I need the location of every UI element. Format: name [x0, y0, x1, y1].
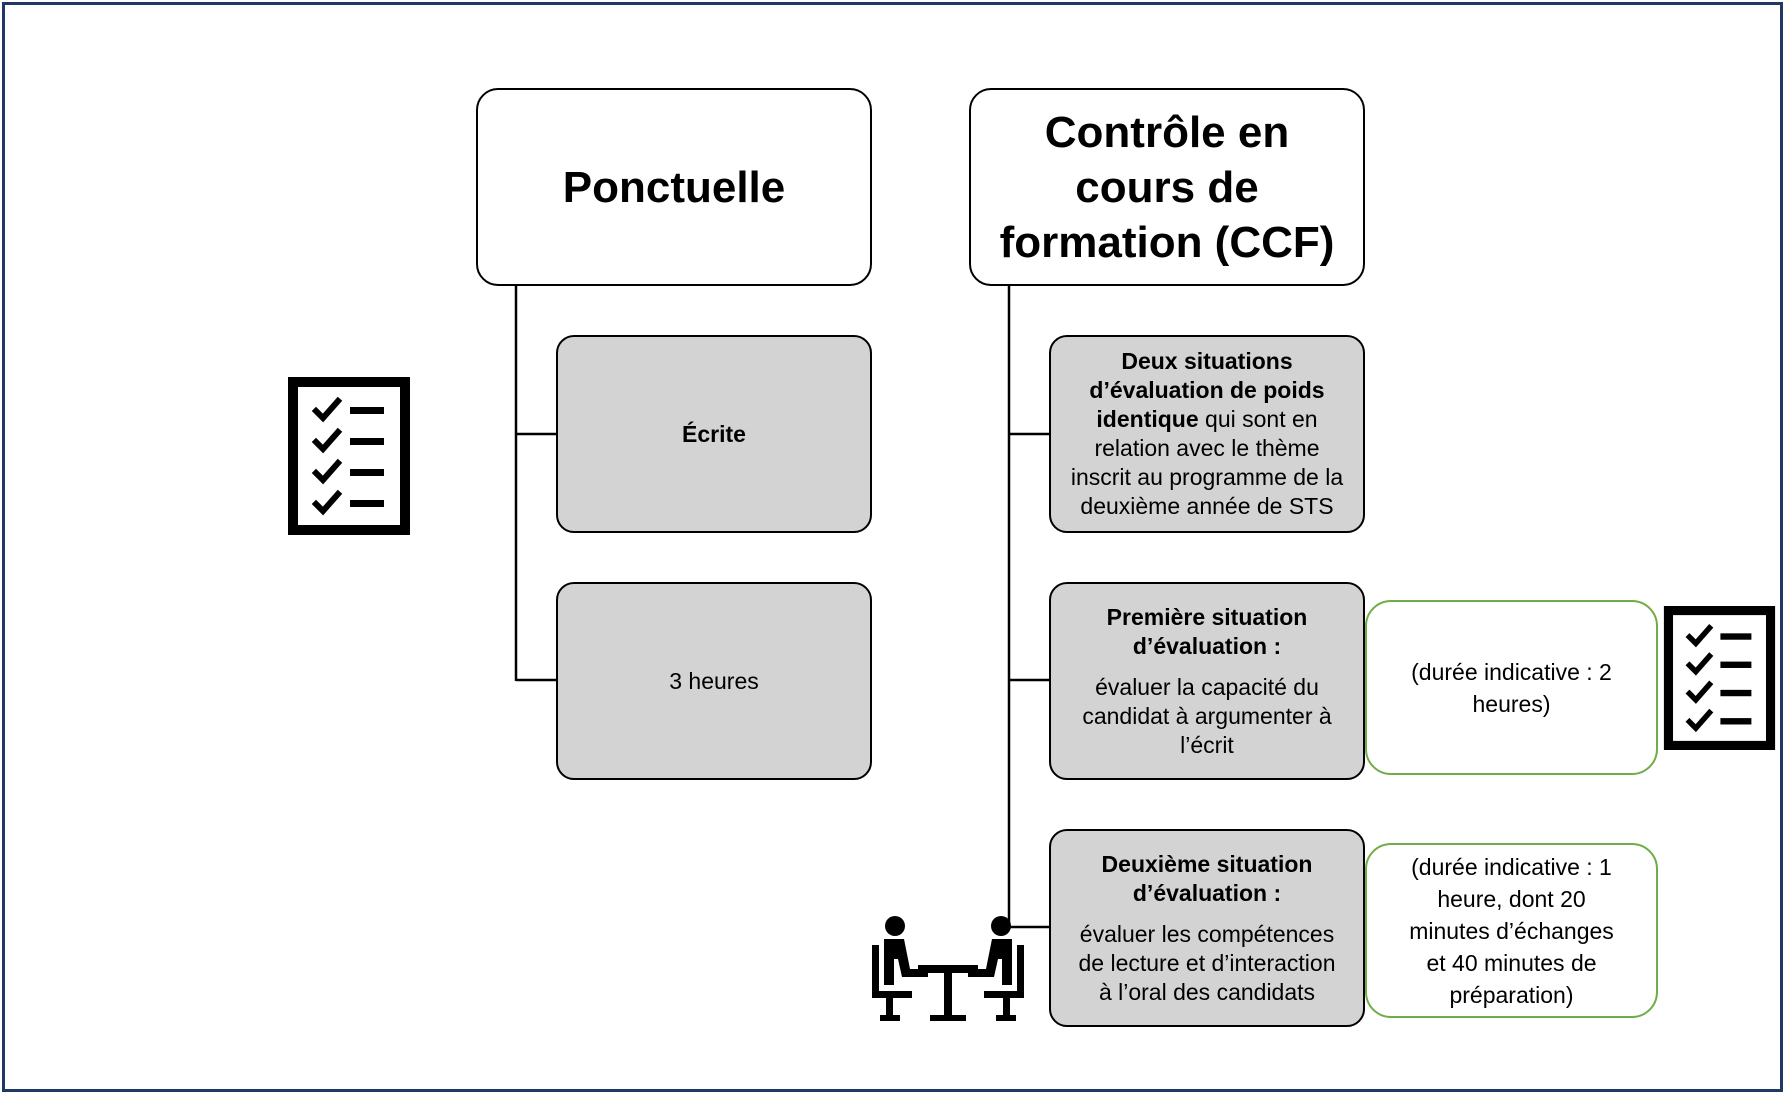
ccf-title-line3: formation (CCF)	[999, 217, 1335, 267]
second-title-line2: d’évaluation :	[1132, 879, 1282, 906]
ccf-title-line1: Contrôle en	[1044, 107, 1290, 157]
ccf-first-situation-box: Première situation d’évaluation : évalue…	[1049, 582, 1365, 780]
situations-line3-normal: qui sont en	[1198, 406, 1318, 432]
ccf-situations-box: Deux situations d’évaluation de poids id…	[1049, 335, 1365, 533]
interview-table-icon	[872, 916, 1024, 1021]
ccf-title-line2: cours de	[1075, 162, 1259, 212]
situations-line5: inscrit au programme de la	[1070, 464, 1344, 490]
second-desc-line1: évaluer les compétences	[1079, 920, 1335, 947]
first-desc-line3: l’écrit	[1180, 731, 1234, 758]
ccf-header: Contrôle en cours de formation (CCF)	[969, 88, 1365, 286]
checklist-icon	[1663, 606, 1776, 750]
situations-line6: deuxième année de STS	[1080, 493, 1334, 519]
situations-line3: identique qui sont en	[1096, 405, 1317, 434]
first-duration-line1: (durée indicative : 2	[1411, 658, 1612, 685]
second-desc-line3: à l’oral des candidats	[1098, 978, 1316, 1005]
ponctuelle-title: Ponctuelle	[562, 162, 786, 212]
first-title-line1: Première situation	[1106, 603, 1308, 630]
first-duration-box: (durée indicative : 2 heures)	[1365, 600, 1658, 775]
first-desc-line1: évaluer la capacité du	[1095, 673, 1319, 700]
ccf-second-situation-box: Deuxième situation d’évaluation : évalue…	[1049, 829, 1365, 1027]
ponctuelle-mode-label: Écrite	[682, 420, 746, 447]
second-duration-line5: préparation)	[1449, 981, 1574, 1008]
ponctuelle-duration-box: 3 heures	[556, 582, 872, 780]
first-desc-line2: candidat à argumenter à	[1082, 702, 1332, 729]
ponctuelle-header: Ponctuelle	[476, 88, 872, 286]
second-duration-line4: et 40 minutes de	[1426, 949, 1597, 976]
second-duration-box: (durée indicative : 1 heure, dont 20 min…	[1365, 843, 1658, 1018]
ponctuelle-mode-box: Écrite	[556, 335, 872, 533]
second-duration-line2: heure, dont 20	[1437, 885, 1586, 912]
situations-line3-bold: identique	[1096, 406, 1199, 432]
second-duration-line1: (durée indicative : 1	[1411, 853, 1612, 880]
situations-line4: relation avec le thème	[1094, 435, 1320, 461]
second-title-line1: Deuxième situation	[1101, 850, 1313, 877]
second-desc-line2: de lecture et d’interaction	[1078, 949, 1336, 976]
situations-line1: Deux situations	[1121, 348, 1293, 374]
ponctuelle-duration-label: 3 heures	[669, 667, 759, 694]
checklist-icon	[288, 377, 410, 535]
situations-line2: d’évaluation de poids	[1089, 377, 1325, 403]
second-duration-line3: minutes d’échanges	[1409, 917, 1614, 944]
first-duration-line2: heures)	[1472, 690, 1551, 717]
first-title-line2: d’évaluation :	[1132, 632, 1282, 659]
